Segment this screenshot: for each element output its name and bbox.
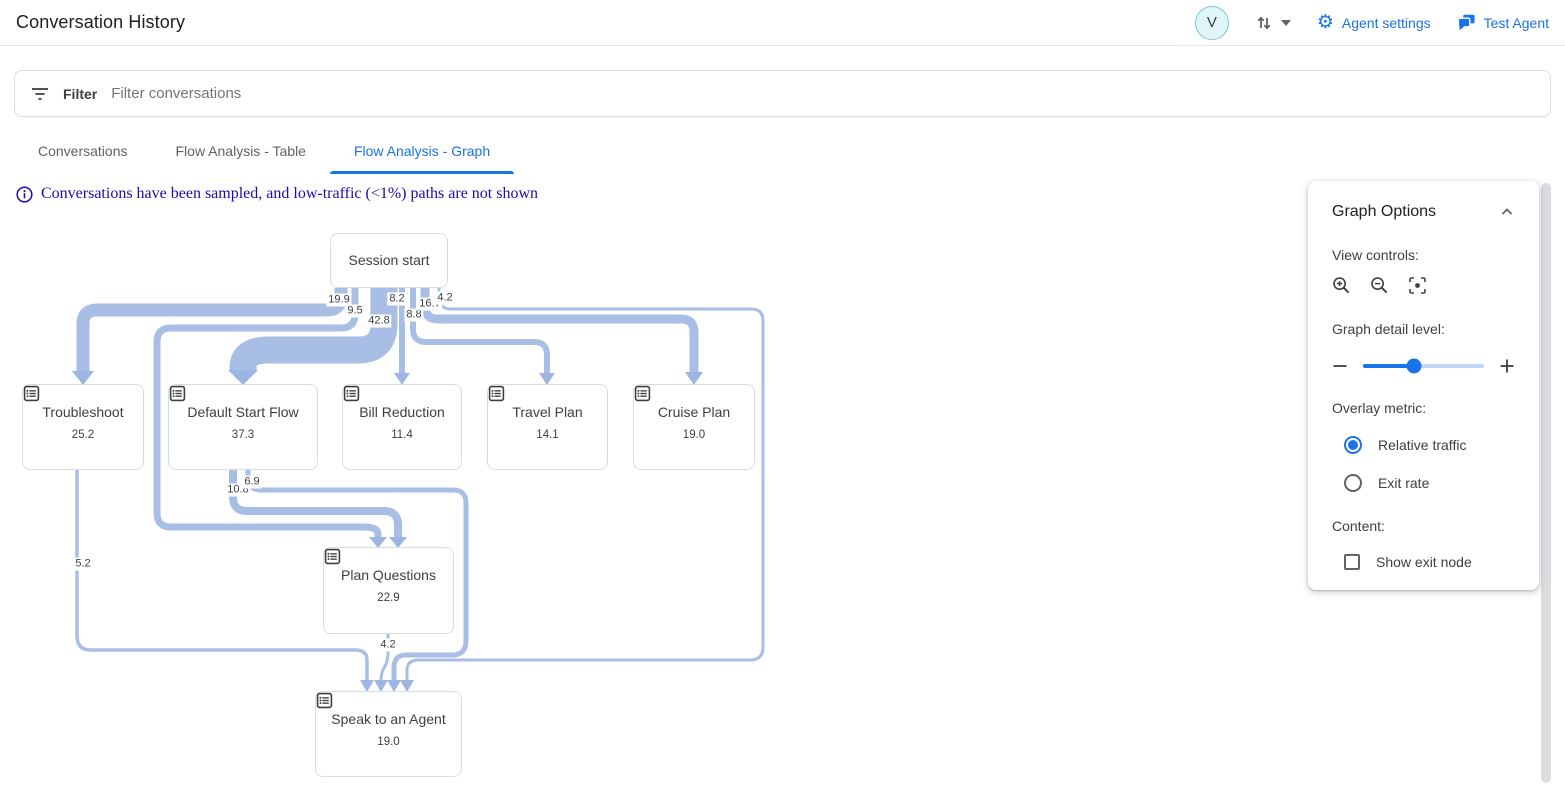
node-value: 11.4 bbox=[391, 429, 413, 441]
agent-settings-button[interactable]: ⚙ Agent settings bbox=[1317, 13, 1431, 32]
filter-icon bbox=[32, 87, 48, 100]
tab-conversations[interactable]: Conversations bbox=[38, 143, 128, 159]
tab-flow-analysis-table[interactable]: Flow Analysis - Table bbox=[175, 143, 306, 159]
gear-icon: ⚙ bbox=[1316, 12, 1334, 33]
detail-level-slider[interactable] bbox=[1363, 358, 1484, 374]
sampling-info-text: Conversations have been sampled, and low… bbox=[41, 185, 539, 202]
detail-decrease-button[interactable] bbox=[1332, 358, 1348, 374]
avatar-letter: V bbox=[1206, 14, 1217, 31]
radio-icon[interactable] bbox=[1344, 436, 1362, 454]
node-title: Bill Reduction bbox=[359, 404, 445, 420]
chevron-up-icon[interactable] bbox=[1499, 204, 1515, 220]
slider-fill bbox=[1363, 364, 1414, 368]
checkbox-show-exit-node[interactable]: Show exit node bbox=[1344, 554, 1515, 570]
edge-session-troubleshoot bbox=[76, 288, 348, 372]
center-focus-icon[interactable] bbox=[1408, 276, 1427, 295]
node-value: 37.3 bbox=[231, 429, 255, 441]
edge-label: 16.7 bbox=[417, 297, 443, 311]
edge-label: 9.5 bbox=[345, 304, 365, 318]
edge-label: 5.2 bbox=[73, 557, 93, 571]
filter-bar[interactable]: Filter bbox=[14, 70, 1551, 117]
edge-session-cruise-plan bbox=[420, 288, 699, 372]
list-alt-icon[interactable] bbox=[343, 385, 360, 402]
edge-label: 4.2 bbox=[435, 291, 455, 305]
caret-down-icon bbox=[1280, 19, 1291, 26]
edge-label: 10.8 bbox=[225, 483, 251, 497]
radio-icon[interactable] bbox=[1344, 474, 1362, 492]
node-title: Plan Questions bbox=[341, 567, 436, 583]
node-title: Travel Plan bbox=[512, 404, 583, 420]
test-agent-label: Test Agent bbox=[1483, 14, 1549, 31]
node-value: 14.1 bbox=[536, 429, 559, 441]
edge-label: 19.9 bbox=[326, 293, 352, 307]
radio-exit-rate[interactable]: Exit rate bbox=[1344, 474, 1515, 492]
content-label: Content: bbox=[1332, 518, 1385, 534]
tab-bar: Conversations Flow Analysis - Table Flow… bbox=[14, 133, 1565, 174]
edge-session-speak-to-agent bbox=[405, 288, 765, 682]
view-controls-label: View controls: bbox=[1332, 247, 1419, 263]
arrowhead bbox=[228, 370, 258, 385]
tab-flow-analysis-graph[interactable]: Flow Analysis - Graph bbox=[329, 133, 515, 174]
edge-session-travel-plan bbox=[410, 288, 550, 373]
graph-detail-label: Graph detail level: bbox=[1332, 321, 1445, 337]
node-value: 19.0 bbox=[377, 736, 400, 748]
filter-conversations-input[interactable] bbox=[111, 85, 1534, 102]
panel-title: Graph Options bbox=[1332, 203, 1437, 220]
graph-options-panel: Graph Options View controls: Graph detai… bbox=[1308, 181, 1539, 590]
node-session-start[interactable]: Session start bbox=[330, 233, 448, 288]
checkbox-icon[interactable] bbox=[1344, 554, 1360, 570]
checkbox-label: Show exit node bbox=[1376, 554, 1472, 570]
slider-thumb[interactable] bbox=[1406, 358, 1422, 374]
node-title: Default Start Flow bbox=[187, 404, 299, 420]
node-speak-to-an-agent[interactable]: Speak to an Agent 19.0 bbox=[315, 691, 462, 777]
node-title: Cruise Plan bbox=[657, 404, 731, 420]
node-title: Session start bbox=[348, 252, 430, 268]
node-value: 22.9 bbox=[377, 592, 400, 604]
node-value: 19.0 bbox=[682, 429, 706, 441]
chat-icon bbox=[1457, 14, 1475, 31]
arrowhead bbox=[72, 371, 94, 385]
filter-label: Filter bbox=[63, 85, 98, 102]
detail-increase-button[interactable] bbox=[1499, 358, 1515, 374]
info-icon bbox=[16, 185, 33, 203]
node-cruise-plan[interactable]: Cruise Plan 19.0 bbox=[633, 384, 755, 470]
edge-label: 8.8 bbox=[404, 308, 424, 322]
test-agent-button[interactable]: Test Agent bbox=[1457, 13, 1549, 32]
list-alt-icon[interactable] bbox=[169, 385, 186, 402]
node-travel-plan[interactable]: Travel Plan 14.1 bbox=[487, 384, 608, 470]
page-title: Conversation History bbox=[16, 12, 186, 32]
radio-relative-traffic[interactable]: Relative traffic bbox=[1344, 436, 1515, 454]
node-troubleshoot[interactable]: Troubleshoot 25.2 bbox=[22, 384, 144, 470]
node-value: 25.2 bbox=[71, 429, 95, 441]
node-title: Speak to an Agent bbox=[331, 711, 446, 727]
list-alt-icon[interactable] bbox=[316, 692, 333, 709]
app-header: Conversation History V ⚙ Agent settings bbox=[0, 0, 1565, 46]
vertical-scrollbar-thumb[interactable] bbox=[1541, 183, 1551, 783]
node-title: Troubleshoot bbox=[42, 404, 124, 420]
edge-label: 8.2 bbox=[387, 292, 407, 306]
list-alt-icon[interactable] bbox=[634, 385, 651, 402]
node-default-start-flow[interactable]: Default Start Flow 37.3 bbox=[168, 384, 318, 470]
zoom-in-icon[interactable] bbox=[1332, 276, 1351, 295]
radio-label: Exit rate bbox=[1378, 475, 1430, 491]
edge-label: 6.9 bbox=[242, 475, 262, 489]
swap-vert-icon bbox=[1257, 16, 1271, 29]
avatar[interactable]: V bbox=[1194, 5, 1229, 40]
edge-label: 42.8 bbox=[366, 314, 392, 328]
node-plan-questions[interactable]: Plan Questions 22.9 bbox=[323, 547, 454, 634]
node-bill-reduction[interactable]: Bill Reduction 11.4 bbox=[342, 384, 462, 470]
overlay-metric-label: Overlay metric: bbox=[1332, 400, 1427, 416]
edge-label: 4.2 bbox=[378, 638, 398, 652]
edge-plan-questions-speak-to-agent bbox=[379, 634, 390, 683]
sampling-info-banner: Conversations have been sampled, and low… bbox=[16, 185, 1565, 203]
edge-default-plan-questions bbox=[229, 470, 402, 538]
sort-order-button[interactable] bbox=[1255, 14, 1291, 32]
agent-settings-label: Agent settings bbox=[1341, 14, 1431, 31]
edge-session-default-start-flow bbox=[229, 288, 398, 372]
list-alt-icon[interactable] bbox=[23, 385, 40, 402]
radio-label: Relative traffic bbox=[1378, 437, 1467, 453]
list-alt-icon[interactable] bbox=[324, 548, 341, 565]
list-alt-icon[interactable] bbox=[488, 385, 505, 402]
zoom-out-icon[interactable] bbox=[1370, 276, 1389, 295]
